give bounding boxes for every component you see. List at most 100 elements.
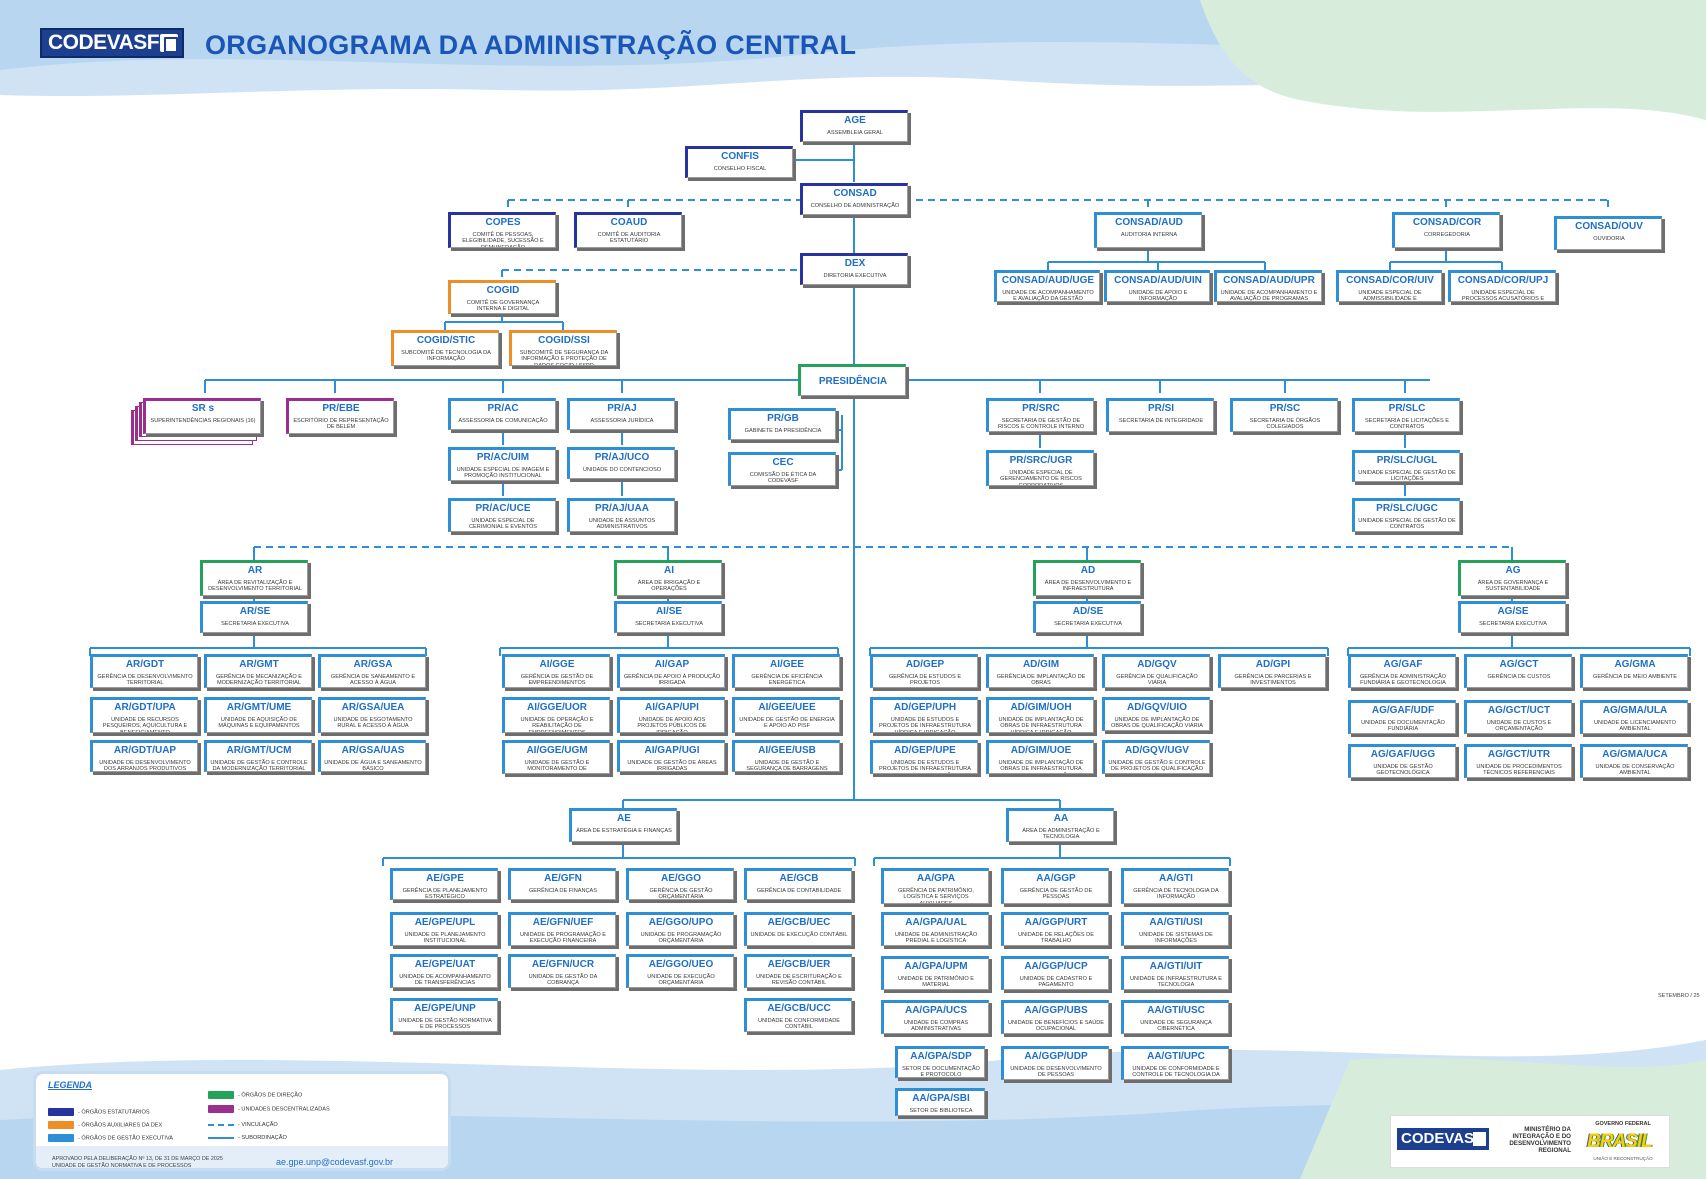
unit-description: GERÊNCIA DE CUSTOS — [1487, 674, 1551, 680]
unit-description: GERÊNCIA DE GESTÃO ORÇAMENTÁRIA — [649, 888, 713, 900]
approval-note: APROVADO PELA DELIBERAÇÃO Nº 13, DE 31 D… — [52, 1156, 223, 1169]
unit-code: PR/SLC — [1388, 403, 1426, 414]
unit-description: GERÊNCIA DE GESTÃO DE PESSOAS — [1019, 888, 1093, 901]
unit-description: ASSEMBLEIA GERAL — [827, 130, 883, 136]
unit-code: AA — [1053, 813, 1069, 824]
unit-description: GERÊNCIA DE MECANIZAÇÃO E MODERNIZAÇÃO T… — [215, 674, 303, 687]
org-unit-ai-gee: AI/GEE GERÊNCIA DE EFICIÊNCIA ENERGÉTICA — [732, 654, 840, 688]
unit-code: AD/GPI — [1255, 659, 1291, 670]
unit-description: UNIDADE DE EXECUÇÃO ORÇAMENTÁRIA — [647, 974, 715, 987]
unit-description: UNIDADE DE IMPLANTAÇÃO DE OBRAS DE INFRA… — [998, 717, 1084, 733]
legend-item-subordinacao: - SUBORDINAÇÃO — [208, 1134, 287, 1142]
legend-item-auxiliares: - ÓRGÃOS AUXILIARES DA DEX — [48, 1121, 162, 1129]
legend-dashed-line — [208, 1123, 234, 1126]
unit-description: GERÊNCIA DE IMPLANTAÇÃO DE OBRAS — [996, 674, 1086, 687]
unit-code: COAUD — [610, 217, 648, 228]
unit-description: UNIDADE DE PROCEDIMENTOS TÉCNICOS REFERE… — [1476, 764, 1562, 777]
unit-code: AA/GGP/UCP — [1024, 961, 1088, 972]
unit-description: ÁREA DE DESENVOLVIMENTO E INFRAESTRUTURA — [1044, 580, 1132, 593]
unit-code: AA/GPA/UAL — [905, 917, 967, 928]
unit-code: AR/GMT/UME — [226, 702, 292, 713]
unit-code: AD — [1080, 565, 1096, 576]
unit-code: CONSAD/AUD/UPR — [1223, 275, 1315, 286]
unit-code: AG — [1505, 565, 1521, 576]
unit-code: AI/GGE/UOR — [526, 702, 587, 713]
unit-description: UNIDADE DE IMPLANTAÇÃO DE OBRAS DE INFRA… — [998, 760, 1084, 773]
unit-description: ÁREA DE REVITALIZAÇÃO E DESENVOLVIMENTO … — [208, 580, 302, 593]
legend-solid-line — [208, 1136, 234, 1139]
unit-code: PR/SI — [1147, 403, 1175, 414]
unit-code: COGID/SSI — [538, 335, 590, 346]
contact-email[interactable]: ae.gpe.unp@codevasf.gov.br — [276, 1157, 394, 1167]
unit-code: PR/AJ/UAA — [595, 503, 649, 514]
unit-code: AD/GEP/UPE — [894, 745, 956, 756]
unit-code: AR/GDT/UPA — [114, 702, 176, 713]
unit-description: GERÊNCIA DE ADMINISTRAÇÃO FUNDIÁRIA E GE… — [1359, 674, 1447, 687]
unit-code: CEC — [772, 457, 794, 468]
unit-description: SECRETARIA DE LICITAÇÕES E CONTRATOS — [1364, 418, 1450, 431]
unit-description: UNIDADE DE PROGRAMAÇÃO ORÇAMENTÁRIA — [640, 932, 722, 945]
unit-code: AG/GCT/UTR — [1487, 749, 1551, 760]
unit-code: AI/GEE — [770, 659, 804, 670]
unit-code: AG/GAF/UGG — [1370, 749, 1436, 760]
unit-description: UNIDADE DE DESENVOLVIMENTO DOS ARRANJOS … — [99, 760, 191, 772]
unit-code: AA/GTI/UPC — [1147, 1051, 1205, 1062]
unit-code: DEX — [844, 258, 866, 269]
unit-code: AA/GPA/UPM — [904, 961, 968, 972]
unit-code: CONSAD/OUV — [1575, 221, 1643, 232]
unit-code: AI/GEE/USB — [758, 745, 816, 756]
unit-code: AA/GTI — [1159, 873, 1193, 884]
legend-title: LEGENDA — [48, 1080, 93, 1090]
legend-item-estatutarios: - ÓRGÃOS ESTATUTÁRIOS — [48, 1108, 150, 1116]
unit-description: UNIDADE ESPECIAL DE PROCESSOS ACUSATÓRIO… — [1461, 290, 1545, 302]
gov-slogan: UNIÃO E RECONSTRUÇÃO — [1593, 1156, 1653, 1161]
org-unit-pr-slc: PR/SLC SECRETARIA DE LICITAÇÕES E CONTRAT… — [1352, 398, 1460, 432]
unit-code: COPES — [485, 217, 521, 228]
unit-description: SECRETARIA EXECUTIVA — [1054, 621, 1122, 627]
unit-description: SUPERINTENDÊNCIAS REGIONAIS (16) — [150, 418, 256, 424]
unit-code: COGID/STIC — [416, 335, 476, 346]
unit-description: GERÊNCIA DE EFICIÊNCIA ENERGÉTICA — [751, 674, 823, 687]
unit-code: CONSAD/AUD/UIN — [1114, 275, 1202, 286]
unit-description: SECRETARIA EXECUTIVA — [1479, 621, 1547, 627]
unit-description: UNIDADE DE CONSERVAÇÃO AMBIENTAL — [1595, 764, 1675, 777]
unit-description: DIRETORIA EXECUTIVA — [823, 273, 887, 279]
legend-item-vinculacao: - VINCULAÇÃO — [208, 1121, 278, 1129]
unit-description: UNIDADE DE ACOMPANHAMENTO DE TRANSFERÊNC… — [399, 974, 491, 987]
unit-description: ESCRITÓRIO DE REPRESENTAÇÃO DE BELÉM — [293, 418, 389, 431]
unit-code: CONSAD — [833, 188, 877, 199]
unit-code: AE/GGO/UEO — [648, 959, 714, 970]
